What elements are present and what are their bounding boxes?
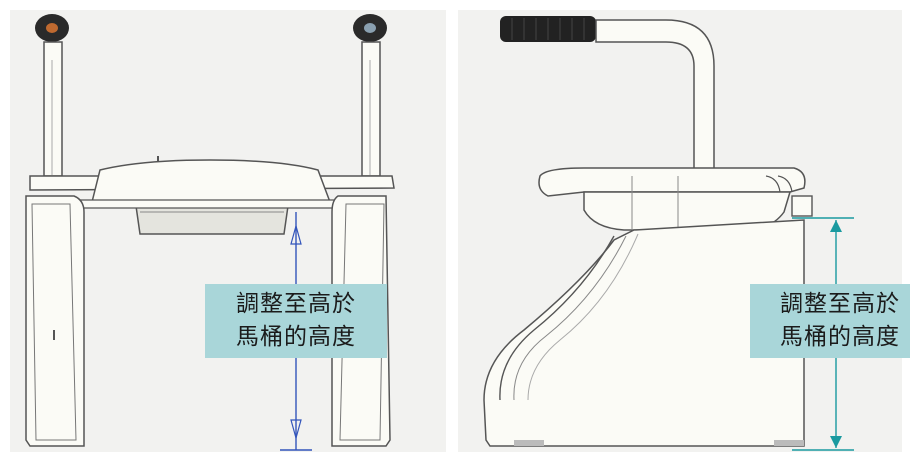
front-seat-bowl bbox=[91, 159, 332, 203]
left-pole bbox=[43, 41, 63, 177]
side-bracket bbox=[791, 195, 813, 217]
side-label-line-1: 調整至高於 bbox=[780, 291, 900, 317]
left-knob bbox=[35, 14, 69, 42]
front-height-label: 調整至高於 馬桶的高度 bbox=[205, 284, 387, 358]
front-left-leg bbox=[25, 195, 85, 447]
side-foot-front bbox=[514, 440, 544, 446]
front-view-panel: 調整至高於 馬桶的高度 bbox=[10, 10, 446, 452]
front-label-line-2: 馬桶的高度 bbox=[236, 324, 356, 350]
side-label-line-2: 馬桶的高度 bbox=[780, 324, 900, 350]
front-label-line-1: 調整至高於 bbox=[236, 291, 356, 317]
side-body bbox=[483, 219, 805, 447]
side-seat-top bbox=[538, 167, 806, 197]
side-height-label: 調整至高於 馬桶的高度 bbox=[750, 284, 910, 358]
side-view-drawing bbox=[458, 10, 902, 452]
side-foot-back bbox=[774, 440, 804, 446]
right-pole bbox=[361, 41, 381, 177]
side-view-panel bbox=[454, 0, 910, 456]
front-seat-tray bbox=[135, 205, 289, 235]
right-knob bbox=[353, 14, 387, 42]
front-view-drawing bbox=[10, 10, 446, 452]
